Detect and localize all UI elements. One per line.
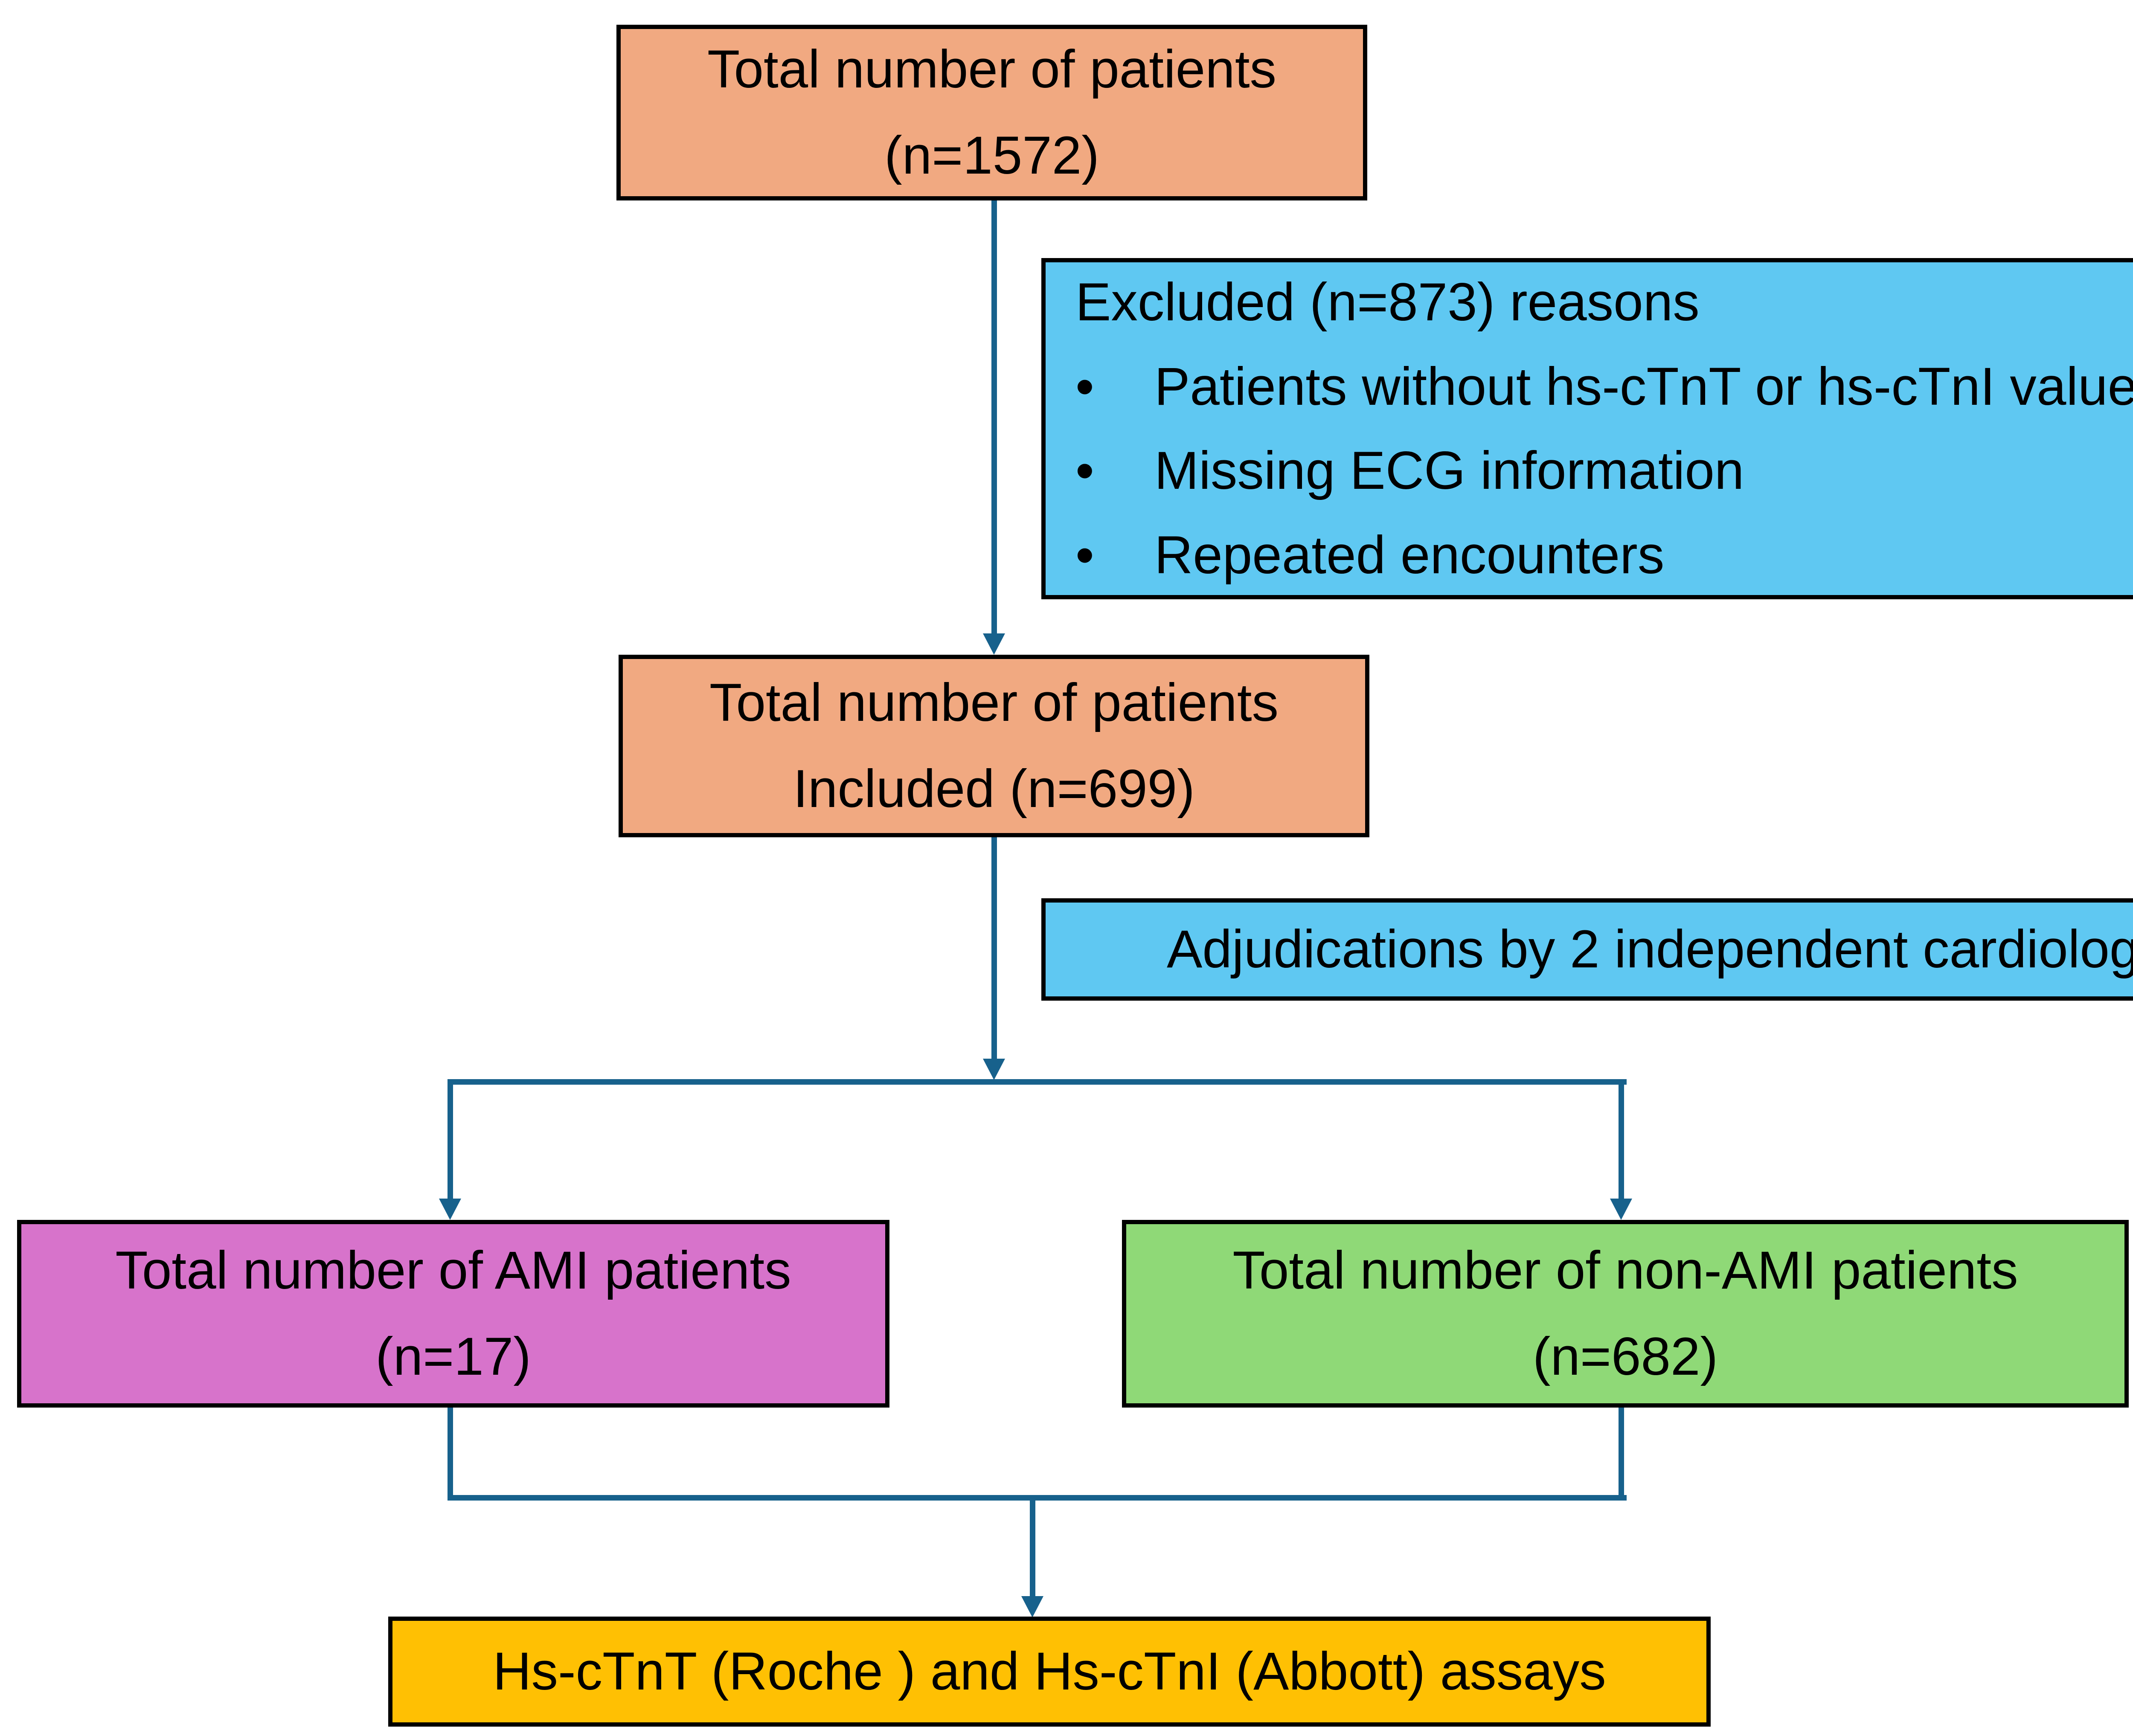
excluded-title: Excluded (n=873) reasons (1075, 273, 1700, 332)
connector-merge-to-assays (1030, 1501, 1035, 1596)
arrowhead-total-to-included (983, 633, 1005, 655)
arrowhead-included-to-split (983, 1059, 1005, 1080)
connector-split-bar (448, 1079, 1627, 1085)
connector-merge-left (448, 1408, 453, 1495)
connector-split-right (1619, 1085, 1624, 1199)
excluded-bullet-row: • Missing ECG information (1075, 429, 2133, 513)
connector-merge-right (1619, 1408, 1624, 1495)
included-patients-count: Included (n=699) (793, 759, 1195, 819)
non-ami-patients-line1: Total number of non-AMI patients (1232, 1240, 2018, 1300)
excluded-reason-3: Repeated encounters (1154, 525, 1665, 585)
included-patients-line1: Total number of patients (709, 673, 1279, 732)
flow-box-ami-patients: Total number of AMI patients (n=17) (17, 1220, 889, 1408)
total-patients-count: (n=1572) (884, 126, 1099, 185)
arrowhead-to-assays (1021, 1596, 1043, 1617)
flow-box-non-ami-patients: Total number of non-AMI patients (n=682) (1122, 1220, 2129, 1408)
flow-box-assays: Hs-cTnT (Roche ) and Hs-cTnI (Abbott) as… (388, 1617, 1711, 1727)
arrowhead-to-ami (439, 1199, 461, 1220)
excluded-reason-1: Patients without hs-cTnT or hs-cTnI valu… (1154, 357, 2133, 416)
connector-merge-bar (448, 1495, 1627, 1501)
total-patients-line1: Total number of patients (707, 39, 1277, 99)
bullet-icon: • (1075, 441, 1094, 500)
non-ami-patients-count: (n=682) (1532, 1327, 1718, 1386)
connector-split-left (448, 1085, 453, 1199)
flow-box-excluded-reasons: Excluded (n=873) reasons • Patients with… (1041, 258, 2133, 599)
connector-included-to-split (991, 837, 997, 1059)
ami-patients-line1: Total number of AMI patients (115, 1240, 791, 1300)
connector-total-to-included (991, 200, 997, 635)
adjudication-label: Adjudications by 2 independent cardiolog… (1167, 919, 2133, 979)
excluded-bullet-row: • Patients without hs-cTnT or hs-cTnI va… (1075, 345, 2133, 429)
bullet-icon: • (1075, 357, 1094, 416)
arrowhead-to-non-ami (1610, 1199, 1632, 1220)
ami-patients-count: (n=17) (375, 1327, 531, 1386)
bullet-icon: • (1075, 525, 1094, 585)
flow-box-adjudication: Adjudications by 2 independent cardiolog… (1041, 898, 2133, 1001)
flow-box-included-patients: Total number of patients Included (n=699… (619, 655, 1369, 837)
assays-label: Hs-cTnT (Roche ) and Hs-cTnI (Abbott) as… (493, 1641, 1606, 1701)
excluded-bullet-row: • Repeated encounters (1075, 513, 2133, 598)
flow-box-total-patients: Total number of patients (n=1572) (616, 25, 1367, 200)
excluded-reason-2: Missing ECG information (1154, 441, 1744, 500)
